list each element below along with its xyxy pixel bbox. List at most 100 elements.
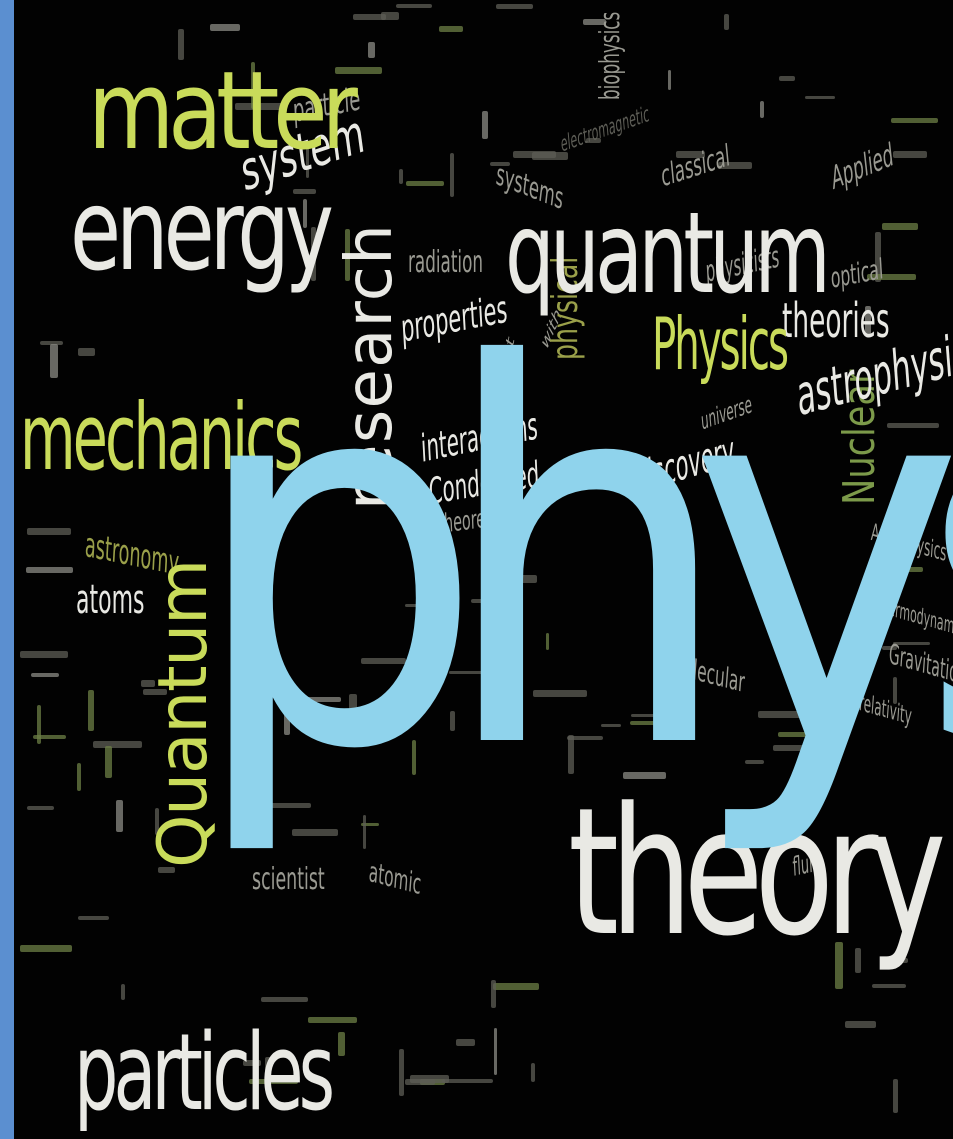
filler-word-mark bbox=[291, 828, 338, 837]
filler-word-mark bbox=[142, 688, 168, 696]
filler-word-mark bbox=[675, 151, 706, 158]
filler-word-mark bbox=[441, 1079, 493, 1083]
word-mechanics: mechanics bbox=[20, 384, 303, 491]
filler-word-mark bbox=[893, 641, 930, 646]
filler-word-mark bbox=[396, 4, 433, 8]
filler-word-mark bbox=[881, 646, 897, 651]
filler-word-mark bbox=[293, 189, 316, 195]
filler-word-mark bbox=[20, 945, 73, 953]
filler-word-mark bbox=[262, 668, 269, 718]
filler-word-mark bbox=[568, 734, 575, 775]
filler-word-mark bbox=[845, 1021, 876, 1029]
filler-word-mark bbox=[893, 549, 900, 569]
filler-word-mark bbox=[530, 1062, 536, 1083]
filler-word-mark bbox=[582, 19, 607, 25]
filler-word-mark bbox=[505, 609, 511, 651]
filler-word-mark bbox=[39, 341, 63, 345]
filler-word-mark bbox=[78, 348, 95, 356]
left-edge-bar bbox=[0, 0, 14, 1139]
filler-word-mark bbox=[121, 983, 126, 1000]
filler-word-mark bbox=[412, 740, 417, 775]
filler-word-mark bbox=[493, 1028, 498, 1076]
filler-word-mark bbox=[305, 144, 310, 178]
filler-word-mark bbox=[744, 759, 764, 765]
filler-word-mark bbox=[367, 42, 376, 59]
filler-word-mark bbox=[262, 802, 311, 808]
filler-word-mark bbox=[308, 1017, 358, 1024]
filler-word-mark bbox=[503, 677, 521, 684]
filler-word-mark bbox=[399, 1048, 404, 1097]
filler-word-mark bbox=[409, 1074, 450, 1083]
filler-word-mark bbox=[450, 153, 454, 197]
filler-word-mark bbox=[77, 762, 81, 791]
word-radiation: radiation bbox=[408, 245, 484, 280]
filler-word-mark bbox=[865, 306, 871, 337]
filler-word-mark bbox=[261, 997, 309, 1003]
filler-word-mark bbox=[302, 199, 307, 229]
filler-word-mark bbox=[352, 14, 387, 20]
filler-word-mark bbox=[887, 422, 940, 428]
filler-word-mark bbox=[31, 672, 60, 677]
filler-word-mark bbox=[265, 1056, 271, 1077]
filler-word-mark bbox=[20, 651, 69, 659]
filler-word-mark bbox=[284, 712, 290, 736]
filler-word-mark bbox=[361, 822, 379, 827]
filler-word-mark bbox=[105, 745, 112, 779]
filler-word-mark bbox=[311, 227, 317, 281]
word-physics-main: physics bbox=[188, 257, 953, 863]
filler-word-mark bbox=[381, 12, 399, 20]
word-scientist: scientist bbox=[252, 862, 325, 897]
filler-word-mark bbox=[481, 110, 488, 140]
filler-word-mark bbox=[758, 710, 805, 718]
filler-word-mark bbox=[893, 545, 913, 553]
filler-word-mark bbox=[893, 676, 898, 705]
filler-word-mark bbox=[893, 957, 908, 964]
filler-word-mark bbox=[668, 69, 672, 91]
filler-word-mark bbox=[600, 723, 622, 728]
filler-word-mark bbox=[50, 343, 58, 379]
filler-word-mark bbox=[489, 161, 511, 166]
filler-word-mark bbox=[893, 150, 927, 159]
filler-word-mark bbox=[630, 713, 682, 718]
word-classical: classical bbox=[659, 138, 732, 195]
word-electromagnetic: electromagnetic bbox=[559, 101, 651, 158]
filler-word-mark bbox=[622, 772, 666, 779]
filler-word-mark bbox=[37, 705, 41, 745]
word-particles: particles bbox=[74, 1011, 335, 1134]
word-atomic: atomic bbox=[367, 855, 423, 902]
filler-word-mark bbox=[532, 152, 568, 160]
filler-word-mark bbox=[140, 680, 156, 688]
word-matter: matter bbox=[88, 49, 358, 174]
filler-word-mark bbox=[335, 66, 383, 75]
filler-word-mark bbox=[406, 180, 444, 187]
filler-word-mark bbox=[26, 527, 72, 536]
filler-word-mark bbox=[804, 96, 836, 100]
filler-word-mark bbox=[450, 710, 455, 732]
filler-word-mark bbox=[32, 735, 67, 739]
filler-word-mark bbox=[338, 1031, 345, 1056]
filler-word-mark bbox=[26, 566, 73, 573]
filler-word-mark bbox=[448, 671, 487, 675]
word-atoms: atoms bbox=[76, 577, 145, 623]
filler-word-mark bbox=[399, 168, 403, 184]
word-theory: theory bbox=[568, 770, 946, 975]
filler-word-mark bbox=[881, 222, 918, 231]
filler-word-mark bbox=[155, 807, 159, 835]
filler-word-mark bbox=[116, 799, 123, 832]
word-quantum: quantum bbox=[505, 189, 831, 319]
filler-word-mark bbox=[87, 690, 95, 732]
filler-word-mark bbox=[629, 720, 658, 726]
word-energy: energy bbox=[70, 166, 334, 296]
word-theories: theories bbox=[782, 293, 890, 349]
filler-word-mark bbox=[361, 658, 406, 665]
filler-word-mark bbox=[884, 567, 923, 572]
filler-word-mark bbox=[455, 1039, 475, 1047]
filler-word-mark bbox=[209, 23, 241, 31]
filler-word-mark bbox=[345, 228, 351, 282]
filler-word-mark bbox=[772, 745, 814, 752]
filler-word-mark bbox=[303, 697, 342, 702]
filler-word-mark bbox=[362, 814, 366, 849]
filler-word-mark bbox=[835, 942, 844, 990]
filler-word-mark bbox=[439, 26, 463, 33]
